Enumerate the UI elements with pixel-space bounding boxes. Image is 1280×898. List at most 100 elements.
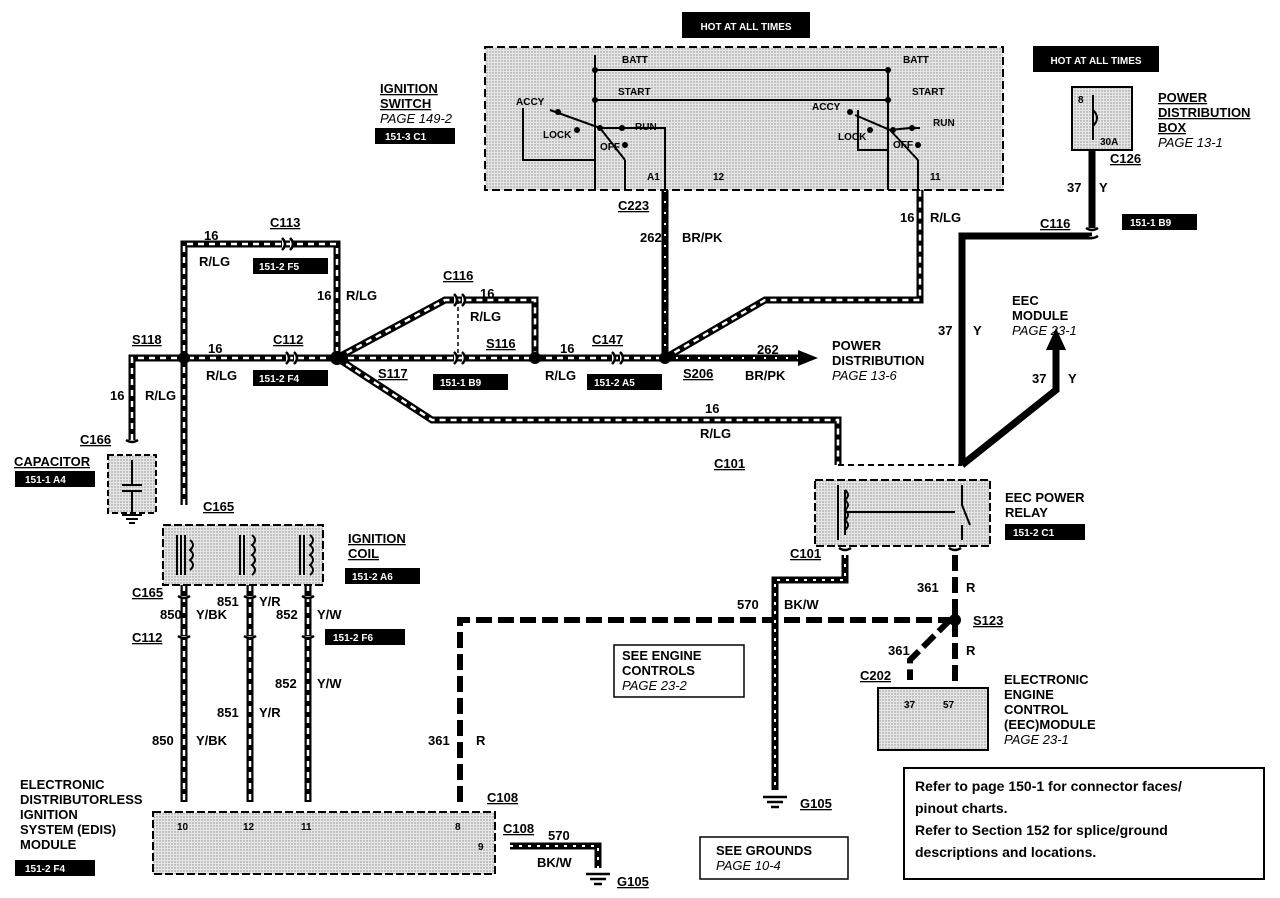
- wire-label: 37: [1067, 180, 1081, 195]
- eec-relay-title-1: EEC POWER: [1005, 490, 1085, 505]
- wire-label: Y: [1068, 371, 1077, 386]
- edis-title-2: DISTRIBUTORLESS: [20, 792, 143, 807]
- wire-label: 37: [1032, 371, 1046, 386]
- connector-c147: C147: [592, 332, 623, 347]
- wire-label: 850: [152, 733, 174, 748]
- wire-label: 851: [217, 594, 239, 609]
- wire-yellow: [958, 150, 1096, 468]
- connector-c113: C113: [270, 215, 300, 230]
- eec-module-title-2: MODULE: [1012, 308, 1069, 323]
- splice-s116-label: S116: [486, 336, 516, 351]
- splice-s118-label: S118: [132, 332, 162, 347]
- ignition-coil-title-2: COIL: [348, 546, 379, 561]
- wire-label: BK/W: [537, 855, 572, 870]
- eec-pin-37: 37: [904, 700, 916, 711]
- splice-s117-label: S117: [378, 366, 408, 381]
- wire-label: 361: [428, 733, 450, 748]
- ignition-switch-page: PAGE 149-2: [380, 111, 453, 126]
- wire-label: R/LG: [199, 254, 230, 269]
- eec-ctrl-title-4: (EEC)MODULE: [1004, 717, 1096, 732]
- splice-s117: [330, 351, 344, 365]
- connector-c116-right: C116: [1040, 216, 1070, 231]
- ignition-coil: [162, 524, 324, 586]
- wire-label: Y/W: [317, 676, 342, 691]
- wire-label: Y/R: [259, 705, 281, 720]
- eec-module-page: PAGE 23-1: [1012, 323, 1077, 338]
- wire-label: BR/PK: [745, 368, 786, 383]
- connector-c112-top: C112: [273, 332, 303, 347]
- eec-module-arrow: [1046, 328, 1066, 350]
- connector-c202: C202: [860, 668, 891, 683]
- ignition-switch-box: BATT BATT START START ACCY ACCY LOCK LOC…: [484, 46, 1004, 191]
- inline-connectors: [125, 226, 1099, 640]
- edis-pin-9: 9: [478, 842, 484, 853]
- splice-s123-label: S123: [973, 613, 1003, 628]
- run-label-right: RUN: [933, 118, 955, 129]
- pin-12: 12: [713, 172, 725, 183]
- edis-title-1: ELECTRONIC: [20, 777, 105, 792]
- connector-c108-top: C108: [487, 790, 518, 805]
- wire-label: 262: [757, 342, 779, 357]
- splices: [178, 351, 961, 626]
- splice-s116: [529, 352, 541, 364]
- capacitor: [107, 454, 157, 524]
- wire-bk-w-570: [510, 555, 849, 868]
- note-line-4: descriptions and locations.: [915, 844, 1097, 860]
- note-line-1: Refer to page 150-1 for connector faces/: [915, 778, 1182, 794]
- lock-label-left: LOCK: [543, 130, 572, 141]
- ignition-switch-locator: 151-3 C1: [385, 132, 427, 143]
- pin-a1: A1: [647, 172, 660, 183]
- wire-label: R: [966, 643, 976, 658]
- wire-label: Y/BK: [196, 607, 228, 622]
- wire-label: BK/W: [784, 597, 819, 612]
- wire-label: 16: [110, 388, 124, 403]
- edis-pin-11: 11: [301, 822, 312, 833]
- wire-r-lg: [128, 190, 924, 505]
- fuse-number: 8: [1078, 95, 1084, 106]
- wire-label: 262: [640, 230, 662, 245]
- see-grounds-title: SEE GROUNDS: [716, 843, 812, 858]
- locator-ignition-coil: 151-2 A6: [352, 572, 393, 583]
- wires: [128, 150, 1096, 868]
- locator-c116: 151-1 B9: [440, 378, 482, 389]
- note-line-2: pinout charts.: [915, 800, 1008, 816]
- edis-title-3: IGNITION: [20, 807, 78, 822]
- power-distribution-page: PAGE 13-6: [832, 368, 898, 383]
- eec-ctrl-page: PAGE 23-1: [1004, 732, 1069, 747]
- eec-ctrl-title-3: CONTROL: [1004, 702, 1068, 717]
- connector-c108-side: C108: [503, 821, 534, 836]
- wire-label: R/LG: [545, 368, 576, 383]
- wire-label: 16: [900, 210, 914, 225]
- connector-c101-bottom: C101: [790, 546, 821, 561]
- edis-title-5: MODULE: [20, 837, 77, 852]
- see-engine-page: PAGE 23-2: [622, 678, 688, 693]
- see-grounds-box: [699, 836, 849, 880]
- edis-pin-12: 12: [243, 822, 255, 833]
- wire-label: 852: [275, 676, 297, 691]
- wire-label: R: [476, 733, 486, 748]
- reference-note: Refer to page 150-1 for connector faces/…: [903, 767, 1265, 880]
- ignition-switch-title-1: IGNITION: [380, 81, 438, 96]
- wire-label: 570: [737, 597, 759, 612]
- pdb-title-3: BOX: [1158, 120, 1187, 135]
- connector-c116-top: C116: [443, 268, 473, 283]
- pdb-title-2: DISTRIBUTION: [1158, 105, 1250, 120]
- wire-label: Y/W: [317, 607, 342, 622]
- wire-labels: 262 BR/PK 262 BR/PK 16 R/LG 16 R/LG 16 R…: [110, 180, 1108, 870]
- capacitor-title: CAPACITOR: [14, 454, 91, 469]
- wire-label: Y/BK: [196, 733, 228, 748]
- batt-label-right: BATT: [903, 55, 929, 66]
- wire-label: 37: [938, 323, 952, 338]
- wire-label: R/LG: [346, 288, 377, 303]
- connector-c126: C126: [1110, 151, 1141, 166]
- wire-label: Y/R: [259, 594, 281, 609]
- accy-label-left: ACCY: [516, 97, 545, 108]
- power-distribution-title-2: DISTRIBUTION: [832, 353, 924, 368]
- wire-label: 361: [917, 580, 939, 595]
- pdb-title-1: POWER: [1158, 90, 1208, 105]
- wire-label: Y: [1099, 180, 1108, 195]
- wire-label: R: [966, 580, 976, 595]
- locator-c112: 151-2 F4: [259, 374, 299, 385]
- see-grounds-page: PAGE 10-4: [716, 858, 781, 873]
- wire-label: Y: [973, 323, 982, 338]
